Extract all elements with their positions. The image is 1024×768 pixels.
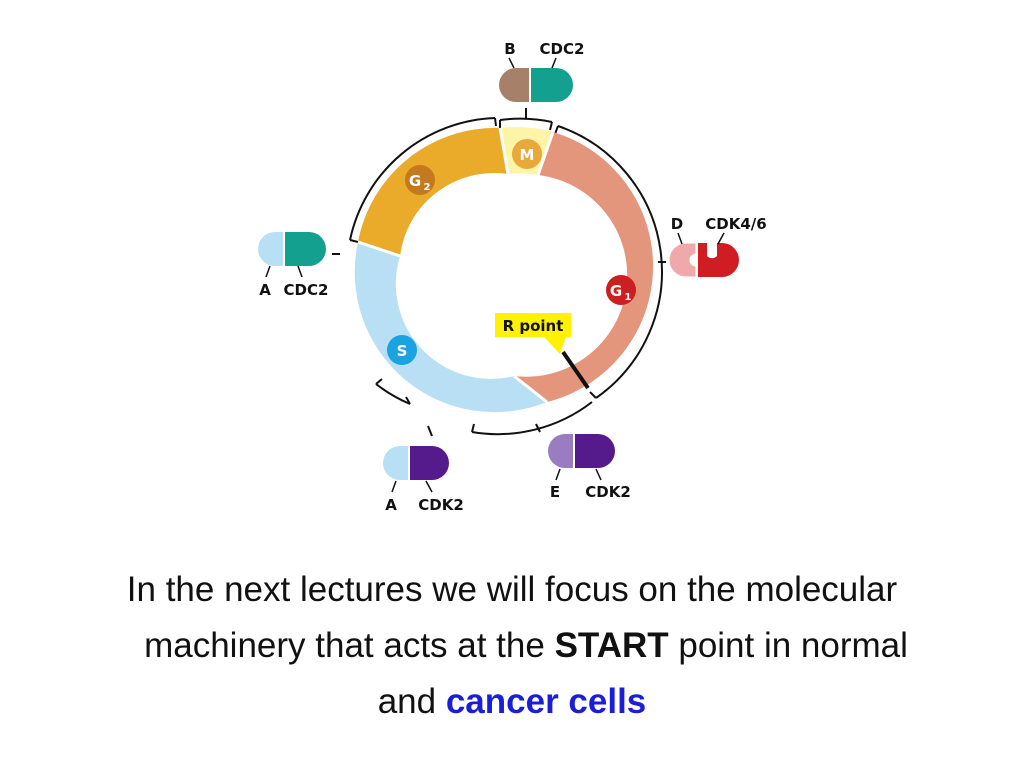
svg-text:G: G xyxy=(610,282,622,300)
svg-text:CDC2: CDC2 xyxy=(284,281,329,299)
restriction-point-line xyxy=(561,350,590,390)
svg-text:S: S xyxy=(397,342,408,360)
outer-brackets xyxy=(332,108,666,437)
svg-text:1: 1 xyxy=(625,292,632,303)
caption-line-2: machinery that acts at the START point i… xyxy=(0,618,1024,674)
caption-line-2-pre: machinery that acts at the xyxy=(144,626,555,665)
svg-text:CDK4/6: CDK4/6 xyxy=(705,215,766,233)
svg-text:D: D xyxy=(671,215,683,233)
svg-text:A: A xyxy=(385,496,397,514)
slide-caption: In the next lectures we will focus on th… xyxy=(0,562,1024,730)
r-point-callout: R point xyxy=(495,313,571,354)
svg-text:M: M xyxy=(520,146,535,164)
phase-badge-s: S xyxy=(387,335,417,365)
tick-e-cdk2 xyxy=(535,423,541,433)
caption-cancer-cells: cancer cells xyxy=(445,682,647,721)
svg-text:CDK2: CDK2 xyxy=(585,483,631,501)
phase-ring xyxy=(354,127,654,413)
svg-text:R point: R point xyxy=(503,317,564,335)
phase-segment-s xyxy=(354,242,547,413)
svg-text:E: E xyxy=(550,483,560,501)
svg-text:B: B xyxy=(504,40,515,58)
complex-a-cdc2: A CDC2 xyxy=(258,232,328,299)
bracket-m xyxy=(499,117,553,123)
complex-a-cdk2: A CDK2 xyxy=(383,446,464,514)
svg-text:CDK2: CDK2 xyxy=(418,496,464,514)
bracket-s xyxy=(375,383,411,405)
caption-start-word: START xyxy=(554,626,669,665)
complex-e-cdk2: E CDK2 xyxy=(548,434,631,501)
phase-badge-m: M xyxy=(512,139,542,169)
bracket-g1s xyxy=(471,401,593,436)
phase-segment-g1 xyxy=(514,132,654,402)
svg-text:A: A xyxy=(259,281,271,299)
phase-badge-g1: G 1 xyxy=(606,275,636,305)
cell-cycle-diagram: M G 2 G 1 S R point B CDC2 D CDK4/6 xyxy=(258,40,767,514)
caption-line-2-post: point in normal xyxy=(668,626,908,665)
complex-b-cdc2: B CDC2 xyxy=(499,40,584,102)
caption-line-3: and cancer cells xyxy=(0,674,1024,730)
svg-text:CDC2: CDC2 xyxy=(540,40,585,58)
complex-d-cdk46: D CDK4/6 xyxy=(668,215,767,278)
bracket-g1 xyxy=(557,125,663,399)
svg-text:2: 2 xyxy=(424,182,431,193)
caption-line-3-pre: and xyxy=(377,682,446,721)
tick-a-cdk2 xyxy=(427,425,433,437)
svg-text:G: G xyxy=(409,172,421,190)
phase-segment-g2 xyxy=(358,127,508,256)
bracket-s-g2 xyxy=(349,117,496,241)
caption-line-1: In the next lectures we will focus on th… xyxy=(126,570,898,609)
phase-badge-g2: G 2 xyxy=(405,165,435,195)
